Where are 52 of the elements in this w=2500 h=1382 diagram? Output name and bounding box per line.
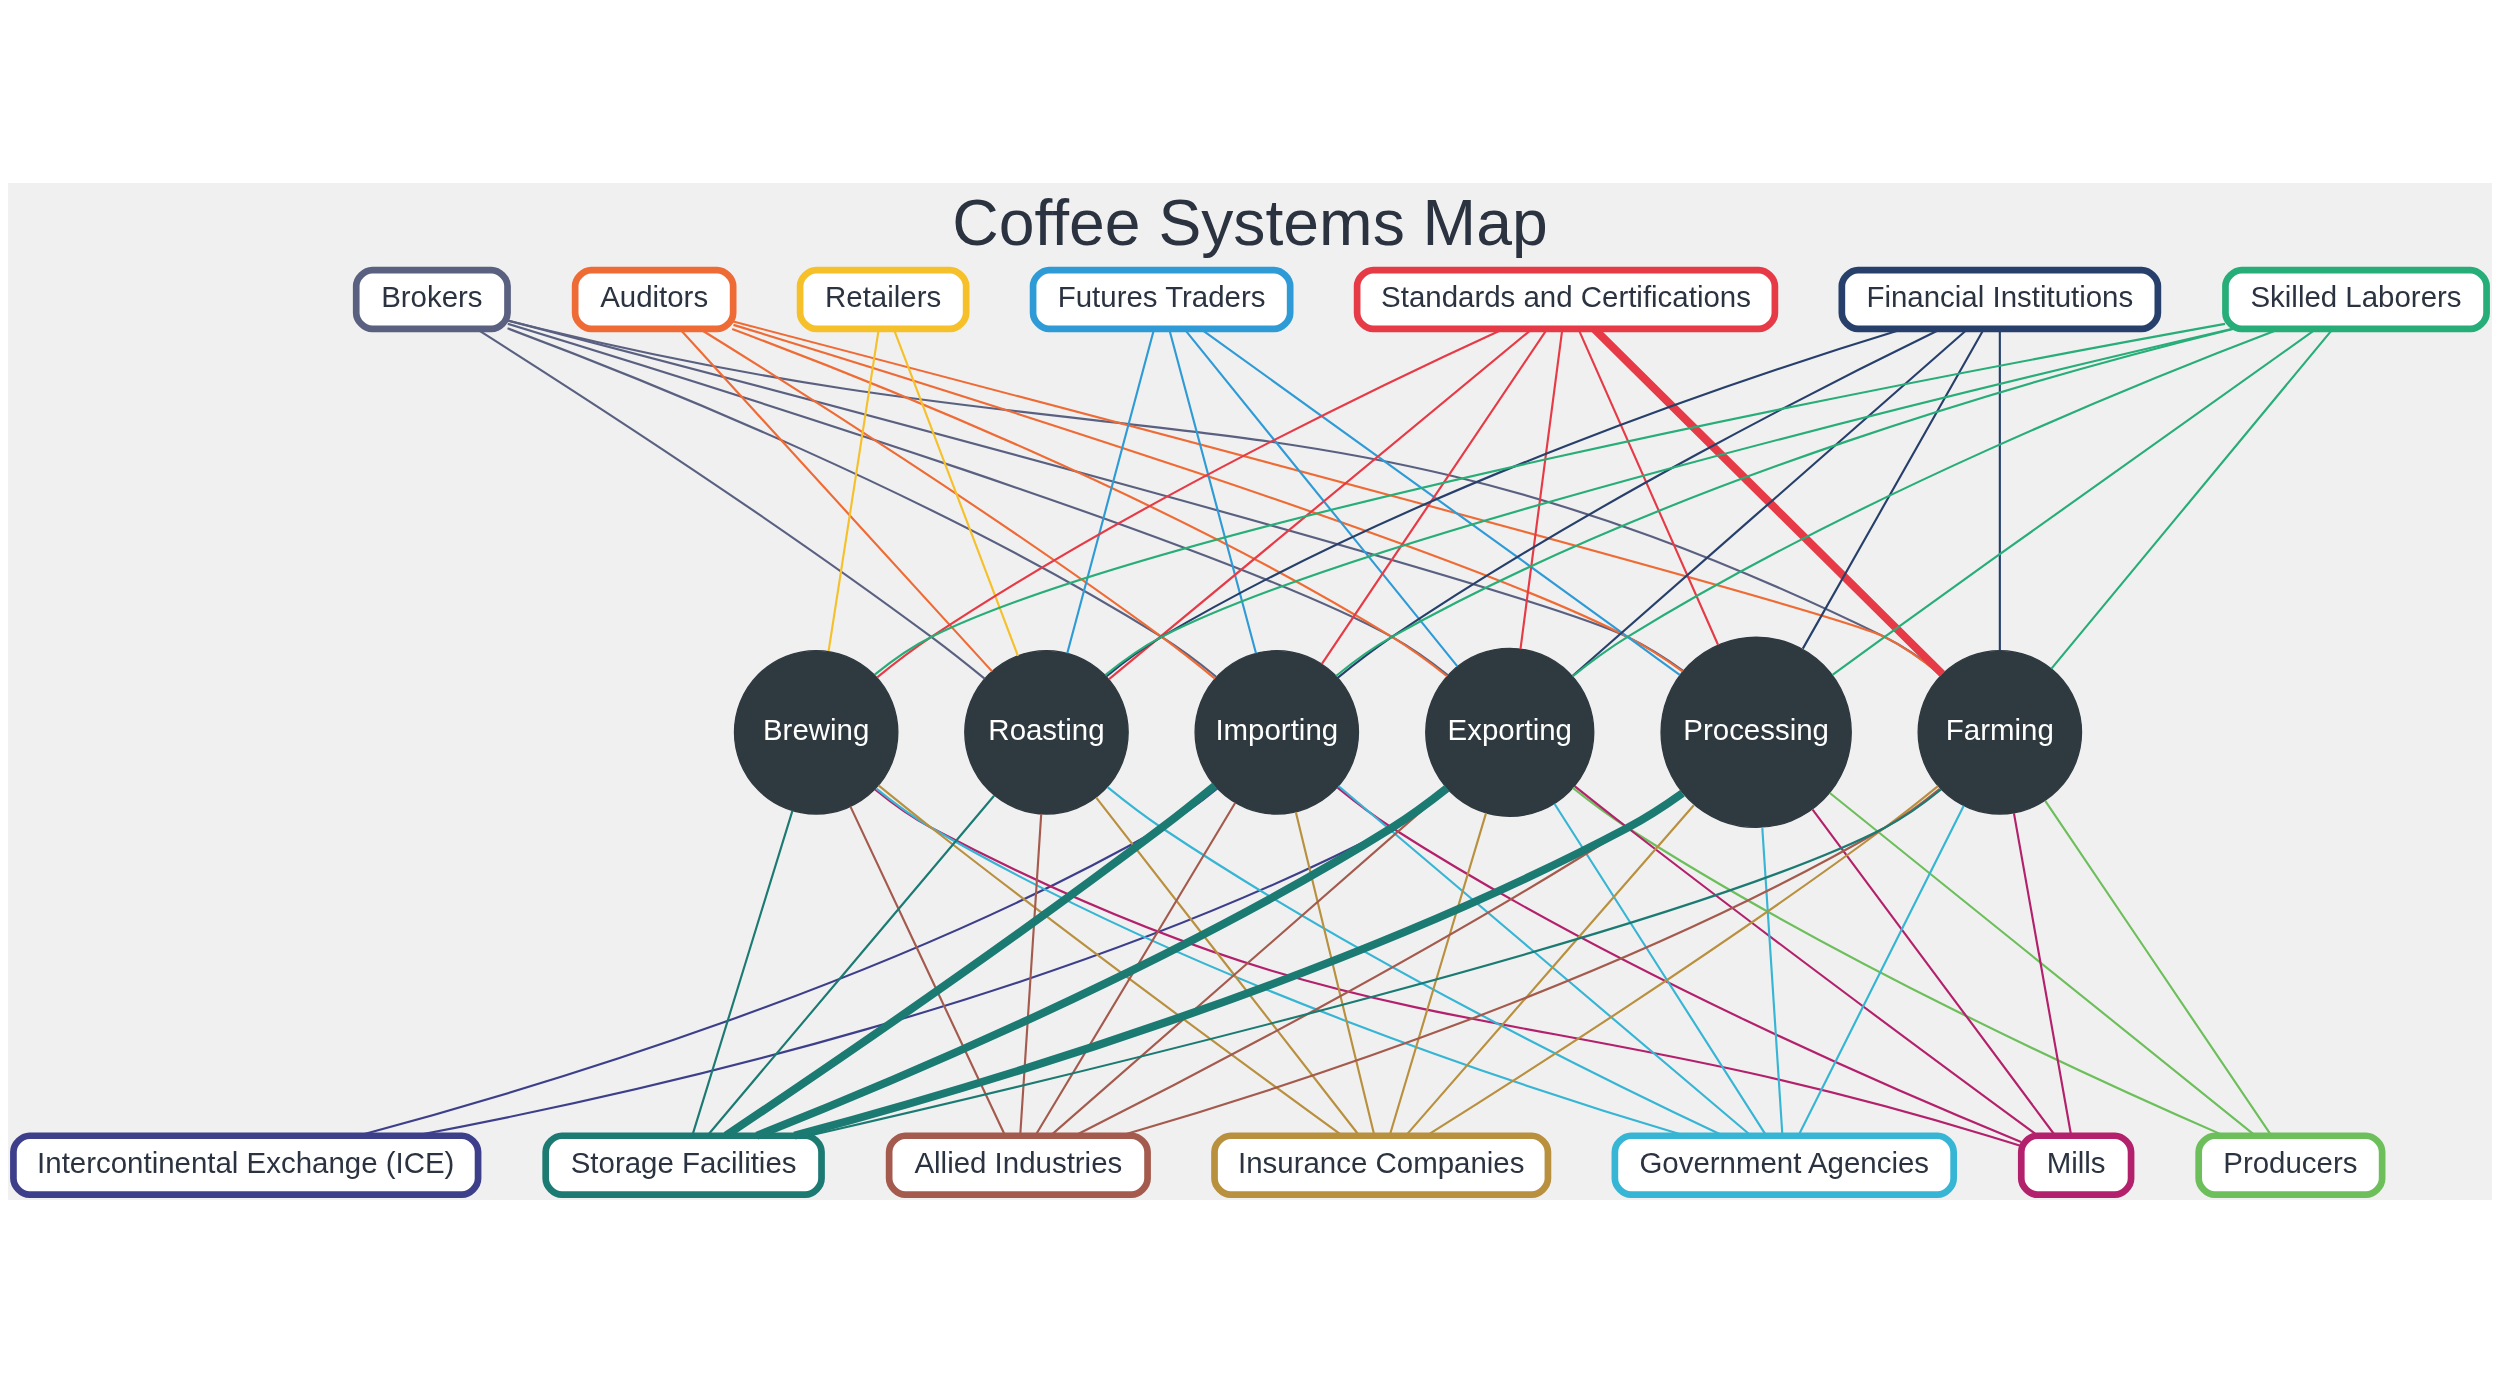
connector — [2012, 812, 2073, 1135]
connector — [2044, 799, 2273, 1136]
connector — [1336, 786, 2022, 1143]
node-box: Producers — [2195, 1131, 2386, 1198]
connector — [1095, 796, 1360, 1136]
node-circle: Importing — [1194, 649, 1360, 815]
connector — [1104, 327, 2232, 676]
connector — [1426, 784, 1939, 1136]
connector — [1405, 804, 1695, 1136]
node-box: Intercontinental Exchange (ICE) — [10, 1131, 482, 1198]
connector — [877, 784, 1343, 1136]
node-box: Mills — [2017, 1131, 2135, 1198]
node-box: Skilled Laborers — [2222, 266, 2490, 332]
node-box: Futures Traders — [1029, 266, 1294, 332]
connector — [1553, 802, 1767, 1136]
node-box: Allied Industries — [885, 1131, 1151, 1198]
node-box: Brokers — [352, 266, 511, 332]
node-box: Storage Facilities — [542, 1131, 825, 1198]
connector — [1797, 804, 1965, 1136]
connector — [1388, 812, 1488, 1136]
node-box: Auditors — [571, 266, 737, 332]
connector — [874, 322, 2226, 675]
node-box: Financial Institutions — [1838, 266, 2162, 332]
connector — [849, 805, 1006, 1136]
node-box: Insurance Companies — [1211, 1131, 1552, 1198]
node-circle: Roasting — [964, 649, 1129, 815]
connector — [733, 319, 1942, 676]
node-box: Standards and Certifications — [1353, 266, 1779, 332]
connector — [731, 327, 1448, 677]
connector — [1034, 801, 1237, 1136]
connector — [1337, 784, 1752, 1136]
connector — [733, 323, 1684, 672]
node-box: Government Agencies — [1611, 1131, 1957, 1198]
diagram-title: Coffee Systems Map — [952, 186, 1548, 259]
node-circle: Exporting — [1425, 647, 1595, 817]
connector — [1019, 813, 1043, 1135]
node-circle: Processing — [1660, 636, 1852, 828]
connector — [1829, 791, 2256, 1136]
connector — [1811, 808, 2056, 1136]
connector — [507, 326, 1217, 678]
node-circle: Brewing — [733, 649, 899, 815]
connector — [706, 794, 995, 1136]
connector — [755, 784, 1450, 1139]
connector — [1294, 811, 1376, 1136]
connector — [1761, 827, 1784, 1136]
connector — [1335, 327, 2234, 677]
connector — [691, 809, 794, 1136]
node-circle: Farming — [1917, 649, 2083, 815]
connector — [1574, 784, 2039, 1136]
connector — [507, 322, 1449, 676]
connector — [507, 318, 1684, 672]
node-box: Retailers — [796, 266, 970, 332]
